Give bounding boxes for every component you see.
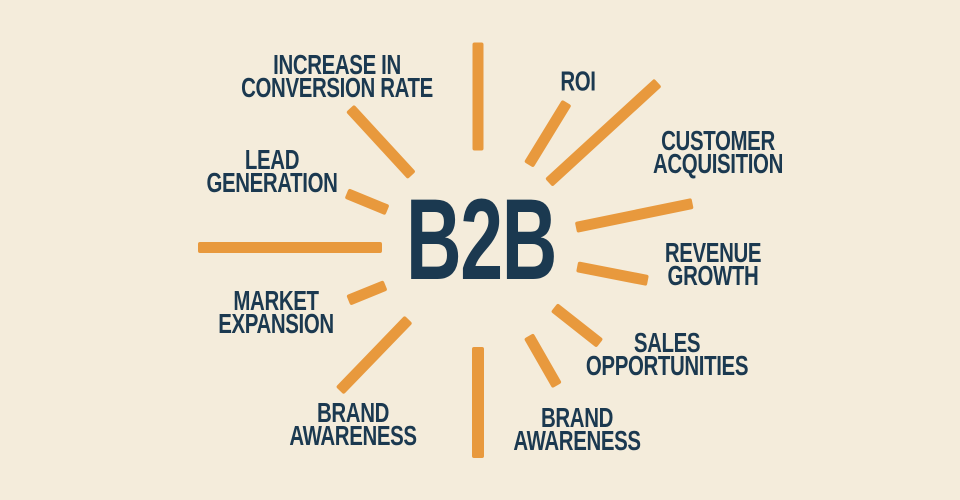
label-market-expansion-line: MARKET [233,285,319,316]
label-revenue-growth-line: REVENUE [664,237,762,268]
label-customer-acquisition-line: CUSTOMER [661,125,775,156]
label-brand-awareness-left-line: AWARENESS [289,420,417,451]
ray-brand-awareness-right [523,332,562,388]
ray-bottom [472,347,484,458]
label-increase-in-conversion-rate-line: INCREASE IN [273,49,401,80]
center-label-b2b: B2B [405,175,557,304]
ray-market-expansion [346,279,388,305]
label-increase-in-conversion-rate-line: CONVERSION RATE [241,72,433,103]
label-market-expansion-line: EXPANSION [218,308,334,339]
label-brand-awareness-right-line: AWARENESS [513,425,641,456]
ray-increase-conversion [346,104,416,179]
ray-roi [523,99,572,168]
label-sales-opportunities-line: OPPORTUNITIES [585,350,749,381]
label-lead-generation-line: GENERATION [206,167,338,198]
label-roi-line: ROI [560,65,596,97]
ray-revenue-growth [574,197,694,233]
label-customer-acquisition-line: ACQUISITION [653,148,783,179]
ray-brand-awareness-left [335,315,413,394]
label-brand-awareness-right-line: BRAND [541,402,613,433]
label-roi: ROI [560,65,596,97]
ray-top [472,42,484,150]
ray-lead-generation [344,187,390,215]
label-revenue-growth-line: GROWTH [667,260,759,291]
ray-left-horizontal [198,241,382,253]
label-sales-opportunities-line: SALES [633,327,701,358]
label-lead-generation-line: LEAD [244,144,300,175]
ray-mid-right [576,260,649,286]
label-brand-awareness-left-line: BRAND [317,397,389,428]
